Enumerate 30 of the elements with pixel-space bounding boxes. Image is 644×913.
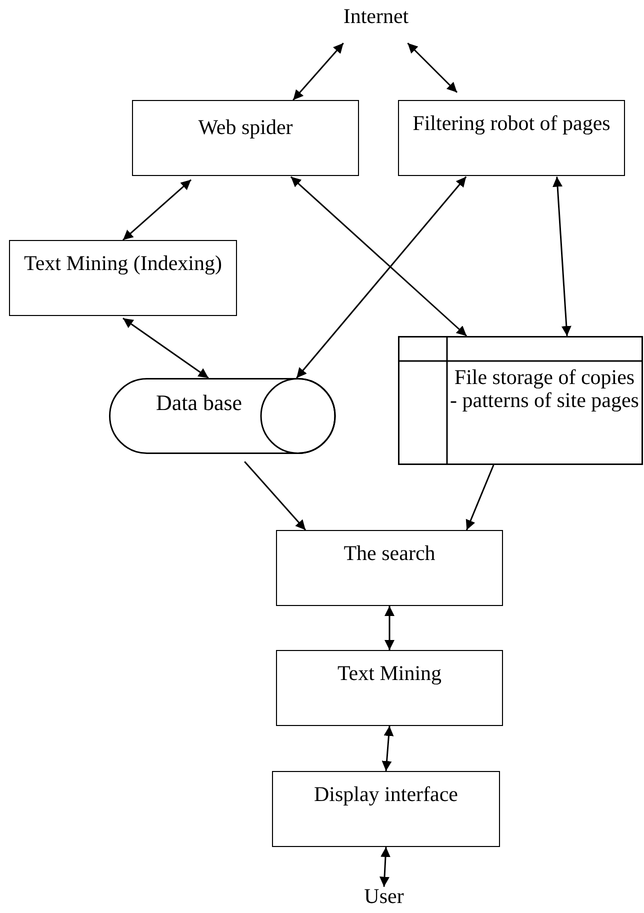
process-box [272, 771, 500, 847]
node-label: Display interface [312, 782, 460, 806]
node-label: Web spider [197, 115, 294, 140]
process-box [132, 100, 359, 176]
node-label: Text Mining (Indexing) [23, 251, 223, 276]
arrow [552, 176, 572, 336]
database-cylinder [109, 378, 335, 454]
arrow [292, 42, 344, 100]
node-label: Data base [154, 390, 244, 416]
node-label: The search [342, 541, 436, 566]
arrow [296, 176, 467, 378]
process-box [9, 240, 237, 316]
node-label: Filtering robot of pages [412, 111, 612, 136]
arrow [407, 42, 458, 93]
arrow [382, 726, 394, 772]
process-box [398, 100, 625, 176]
arrow [384, 606, 394, 650]
arrow [466, 464, 494, 530]
arrow [380, 846, 390, 887]
node-label: File storage of copies - patterns of site pages [450, 366, 639, 412]
node-label: Text Mining [336, 661, 443, 686]
arrow [122, 179, 192, 241]
process-box [276, 650, 503, 726]
arrow [244, 461, 306, 530]
text-label: User [363, 884, 405, 910]
file-storage-box [398, 336, 643, 465]
process-box [276, 530, 503, 606]
arrow [290, 176, 468, 337]
arrow [122, 318, 209, 379]
text-label: Internet [342, 4, 410, 30]
